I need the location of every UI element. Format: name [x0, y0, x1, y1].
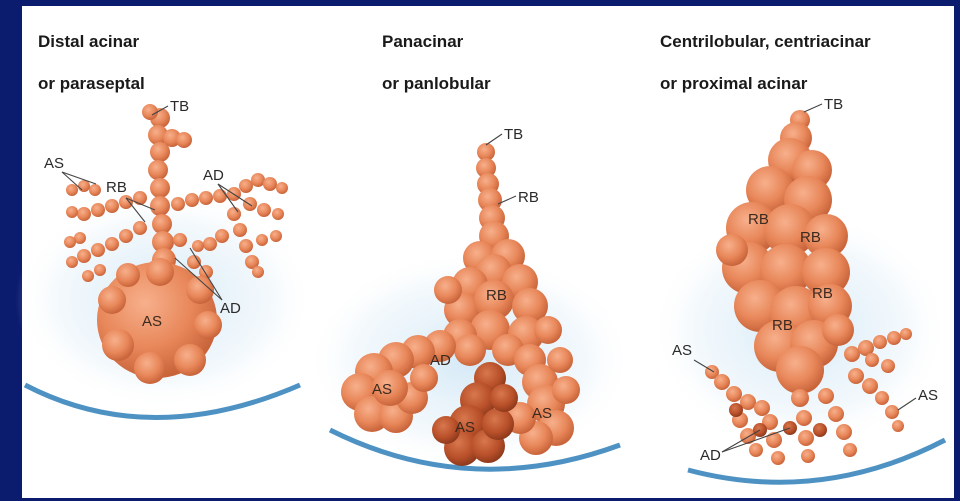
panel3-label-tb: TB	[824, 96, 843, 113]
panel2-label-tb: TB	[504, 126, 523, 143]
panel3-label-rb-4: RB	[772, 317, 793, 334]
panel2-label-rb-mid: RB	[486, 287, 507, 304]
panel1-illustration: TB AS RB AD AD AS	[15, 98, 315, 418]
panel3-label-as-right: AS	[918, 387, 938, 404]
panel1-as-leader-2	[62, 172, 96, 184]
panel2-label-rb-top: RB	[518, 189, 539, 206]
panel1-label-ad-top: AD	[203, 167, 224, 184]
panel3-label-as-left: AS	[672, 342, 692, 359]
panel2-illustration: TB RB RB AD AS AS AS	[305, 126, 635, 470]
panel2-label-as-center: AS	[455, 419, 475, 436]
panel1-label-rb: RB	[106, 179, 127, 196]
panel1-label-tb: TB	[170, 98, 189, 115]
panel1-label-ad-bottom: AD	[220, 300, 241, 317]
panel3-illustration: TB RB RB RB RB AS AS AD	[650, 96, 950, 482]
panel2-label-ad: AD	[430, 352, 451, 369]
panel3-tb-leader	[804, 104, 822, 112]
panel1-label-as-main: AS	[142, 313, 162, 330]
panel3-label-rb-2: RB	[800, 229, 821, 246]
panel3-label-rb-3: RB	[812, 285, 833, 302]
panel2-tb-leader	[486, 134, 502, 145]
panel2-label-as-right: AS	[532, 405, 552, 422]
panel1-label-as-top: AS	[44, 155, 64, 172]
panel2-label-as-left: AS	[372, 381, 392, 398]
panel3-label-rb-1: RB	[748, 211, 769, 228]
panel3-label-ad: AD	[700, 447, 721, 464]
